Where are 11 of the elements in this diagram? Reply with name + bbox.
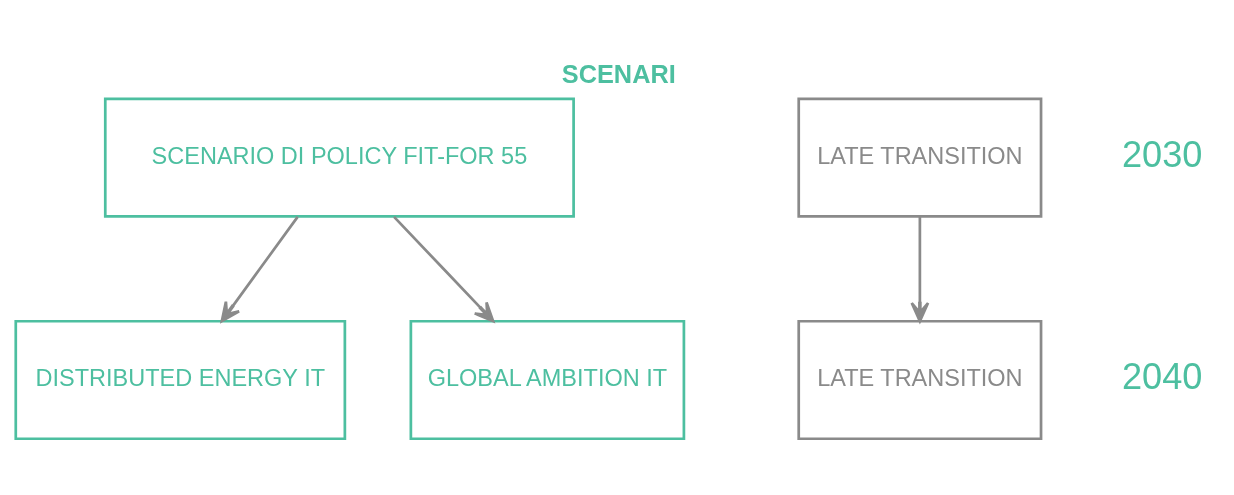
label: 2040 — [1121, 355, 1203, 397]
node-box: LATE TRANSITION — [797, 319, 1043, 440]
node-box: GLOBAL AMBITION IT — [409, 319, 686, 440]
diagram-title: SCENARI — [561, 59, 676, 88]
label: 2030 — [1121, 133, 1203, 175]
arrow — [910, 216, 930, 322]
arrow — [220, 215, 299, 322]
node-box: DISTRIBUTED ENERGY IT — [14, 319, 347, 440]
arrow — [393, 215, 495, 322]
node-box: SCENARIO DI POLICY FIT-FOR 55 — [103, 96, 575, 218]
node-box: LATE TRANSITION — [797, 96, 1043, 218]
